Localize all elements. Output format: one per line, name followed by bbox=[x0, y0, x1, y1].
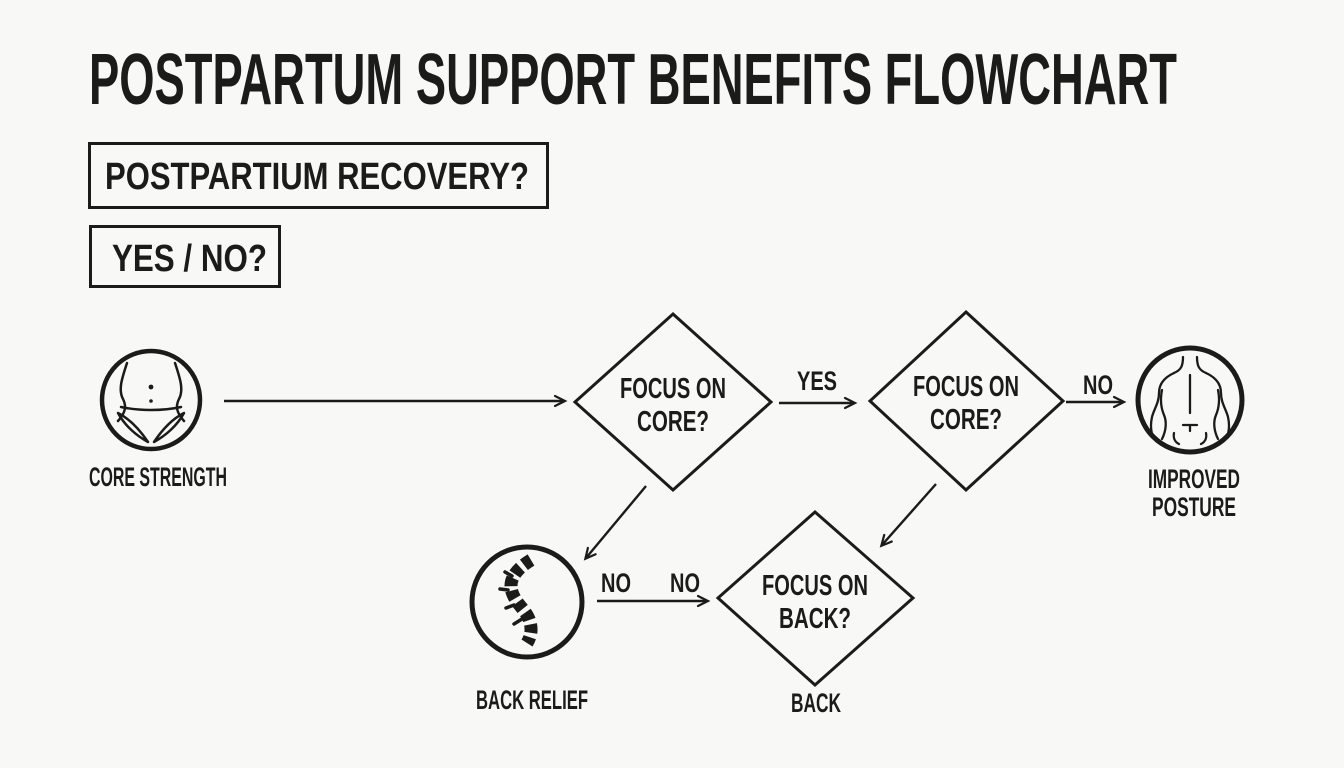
decision-core-2-line1: FOCUS ON bbox=[913, 371, 1019, 403]
improved-posture-label-line2: POSTURE bbox=[1152, 492, 1236, 522]
decision-core-1-line1: FOCUS ON bbox=[620, 373, 726, 405]
improved-posture-label-line1: IMPROVED bbox=[1148, 464, 1240, 494]
header-question-box: POSTPARTIUM RECOVERY? bbox=[88, 142, 549, 209]
question-box-label: POSTPARTIUM RECOVERY? bbox=[105, 156, 529, 198]
female-core-torso-icon bbox=[116, 361, 186, 444]
node-improved-posture: IMPROVED POSTURE bbox=[1135, 345, 1245, 522]
spine-icon bbox=[498, 554, 538, 647]
node-back-relief: BACK RELIEF bbox=[469, 544, 588, 715]
back-posture-icon bbox=[1149, 355, 1231, 446]
page-title: POSTPARTUM SUPPORT BENEFITS FLOWCHART bbox=[89, 40, 1177, 120]
answer-box-border bbox=[89, 225, 281, 288]
decision-core-1-line2: CORE? bbox=[637, 406, 709, 438]
decision-core-1-diamond bbox=[572, 311, 774, 493]
core-strength-label: CORE STRENGTH bbox=[89, 462, 227, 492]
core-strength-circle bbox=[99, 348, 203, 452]
decision-back-caption: BACK bbox=[791, 688, 841, 718]
edge-label-no-posture: NO bbox=[1083, 370, 1113, 400]
back-relief-circle bbox=[469, 544, 585, 660]
decision-back-line1: FOCUS ON bbox=[762, 570, 868, 602]
decision-core-2-line2: CORE? bbox=[930, 404, 1002, 436]
decision-back-diamond bbox=[715, 509, 916, 688]
edge-label-yes: YES bbox=[797, 366, 837, 396]
node-decision-core-2: FOCUS ON CORE? bbox=[867, 309, 1066, 493]
flow-edges: YES NO NO NO bbox=[224, 366, 1127, 608]
answer-box-label: YES / NO? bbox=[112, 238, 267, 280]
header-answer-box: YES / NO? bbox=[89, 225, 281, 288]
edge-label-no-1: NO bbox=[601, 568, 631, 598]
edge-decision1-no-to-back-relief bbox=[583, 485, 647, 561]
edge-label-no-2: NO bbox=[670, 568, 700, 598]
decision-core-2-diamond bbox=[867, 309, 1066, 493]
node-decision-core-1: FOCUS ON CORE? bbox=[572, 311, 774, 493]
question-box-border bbox=[88, 142, 549, 209]
improved-posture-circle bbox=[1135, 345, 1245, 455]
node-core-strength: CORE STRENGTH bbox=[89, 348, 227, 492]
node-decision-back: FOCUS ON BACK? BACK bbox=[715, 509, 916, 718]
decision-back-line2: BACK? bbox=[779, 603, 851, 635]
edge-decision2-to-decision-back bbox=[879, 483, 937, 548]
back-relief-label: BACK RELIEF bbox=[476, 685, 588, 715]
